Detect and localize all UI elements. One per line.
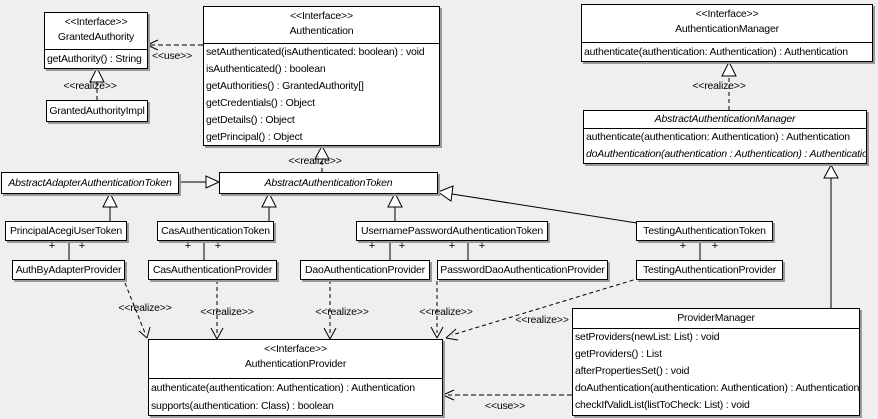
class-password-dao-authentication-provider: PasswordDaoAuthenticationProvider [437,260,608,280]
stereotype-label: <<Interface>> [64,16,128,28]
edge-realize-casprovider-authprovider [210,280,224,340]
method-label: getProviders() : List [575,348,662,360]
class-authentication-manager: <<Interface>> AuthenticationManager auth… [581,4,873,62]
association-plus: + [368,240,376,252]
method-label: authenticate(authentication: Authenticat… [584,46,848,58]
association-plus: + [478,240,486,252]
method-label: getAuthorities() : GrantedAuthority[] [206,80,364,92]
edge-realize-authbyadapter-authprovider [124,282,151,339]
class-name: PrincipalAcegiUserToken [9,225,123,237]
method-label: doAuthentication(authentication : Authen… [586,148,866,160]
edge-label-realize: <<realize>> [118,302,172,314]
method-label: authenticate(authentication: Authenticat… [151,382,415,394]
class-authentication: <<Interface>> Authentication setAuthenti… [203,6,440,146]
association-plus: + [184,240,192,252]
method-label: getDetails() : Object [206,114,295,126]
association-plus: + [214,240,222,252]
class-dao-authentication-provider: DaoAuthenticationProvider [300,260,430,280]
association-plus: + [448,240,456,252]
association-plus: + [679,240,687,252]
stereotype-label: <<Interface>> [695,8,759,20]
class-granted-authority: <<Interface>> GrantedAuthority getAuthor… [44,12,148,69]
edge-realize-abstract-token-authentication [314,144,330,172]
class-cas-authentication-token: CasAuthenticationToken [157,221,274,241]
class-testing-authentication-provider: TestingAuthenticationProvider [636,260,783,280]
edge-label-realize: <<realize>> [692,80,746,92]
method-label: getCredentials() : Object [206,97,315,109]
edge-label-realize: <<realize>> [200,306,254,318]
method-label: checkIfValidList(listToCheck: List) : vo… [575,399,750,411]
edge-generalization-cas-token [261,191,277,221]
edge-realize-grantedauthorityimpl [89,66,105,100]
class-granted-authority-impl: GrantedAuthorityImpl [46,100,148,122]
method-label: afterPropertiesSet() : void [575,365,690,377]
class-testing-authentication-token: TestingAuthenticationToken [636,221,773,241]
method-label: isAuthenticated() : boolean [206,63,326,75]
class-abstract-authentication-token: AbstractAuthenticationToken [219,172,438,194]
class-name: AuthByAdapterProvider [15,264,122,276]
class-authentication-provider: <<Interface>> AuthenticationProvider aut… [148,339,443,416]
edge-generalization-provider-manager [823,163,839,308]
class-abstract-authentication-manager: AbstractAuthenticationManager authentica… [583,110,867,164]
edge-realize-abstract-manager-authenticationmanager [721,60,737,110]
edge-use-providermanager-authprovider [442,389,572,401]
method-label: setProviders(newList: List) : void [575,331,720,343]
method-label: getPrincipal() : Object [206,131,303,143]
class-name: CasAuthenticationToken [161,225,270,237]
class-name: GrantedAuthorityImpl [49,105,145,117]
class-name: AbstractAuthenticationManager [584,111,866,129]
method-label: doAuthentication(authentication: Authent… [575,382,859,394]
class-name: GrantedAuthority [57,31,135,43]
class-name: TestingAuthenticationProvider [642,264,777,276]
class-name: AuthenticationManager [675,23,779,35]
class-auth-by-adapter-provider: AuthByAdapterProvider [12,260,125,280]
class-name: UsernamePasswordAuthenticationToken [360,225,544,237]
edge-generalization-principal-acegi [102,191,118,221]
class-name: DaoAuthenticationProvider [305,264,425,276]
method-label: supports(authentication: Class) : boolea… [151,400,334,412]
class-username-password-authentication-token: UsernamePasswordAuthenticationToken [356,221,548,241]
edge-label-realize: <<realize>> [63,80,117,92]
class-principal-acegi-user-token: PrincipalAcegiUserToken [5,221,127,241]
class-name: TestingAuthenticationToken [643,225,766,237]
class-abstract-adapter-authentication-token: AbstractAdapterAuthenticationToken [1,172,179,194]
edge-realize-daoprovider-authprovider [323,280,337,340]
association-plus: + [48,240,56,252]
edge-use-authentication-grantedauthority [146,39,203,51]
edge-label-realize: <<realize>> [315,306,369,318]
class-name: ProviderManager [573,309,859,329]
association-plus: + [78,240,86,252]
edge-generalization-adapter-token [179,175,221,189]
class-name: Authentication [289,25,354,37]
class-cas-authentication-provider: CasAuthenticationProvider [148,260,277,280]
class-provider-manager: ProviderManager setProviders(newList: Li… [572,308,860,416]
edge-label-realize: <<realize>> [419,306,473,318]
class-name: CasAuthenticationProvider [152,264,273,276]
class-name: AuthenticationProvider [244,358,347,370]
edge-label-realize: <<realize>> [288,155,342,167]
stereotype-label: <<Interface>> [264,343,327,355]
association-plus: + [398,240,406,252]
edge-label-realize: <<realize>> [515,314,569,326]
edge-realize-testingprovider-authprovider [445,277,641,341]
association-plus: + [711,240,719,252]
method-label: getAuthority() : String [47,53,142,65]
method-label: authenticate(authentication: Authenticat… [586,131,850,143]
edge-generalization-testing-token [436,185,638,224]
edge-label-use: <<use>> [484,400,526,412]
class-name: AbstractAuthenticationToken [264,177,393,189]
class-name: PasswordDaoAuthenticationProvider [440,264,605,276]
edge-realize-passworddao-authprovider [430,281,444,339]
class-name: AbstractAdapterAuthenticationToken [8,177,172,189]
edge-generalization-username-password-token [387,191,403,221]
stereotype-label: <<Interface>> [290,10,353,22]
method-label: setAuthenticated(isAuthenticated: boolea… [206,46,425,58]
edge-label-use: <<use>> [151,50,193,62]
